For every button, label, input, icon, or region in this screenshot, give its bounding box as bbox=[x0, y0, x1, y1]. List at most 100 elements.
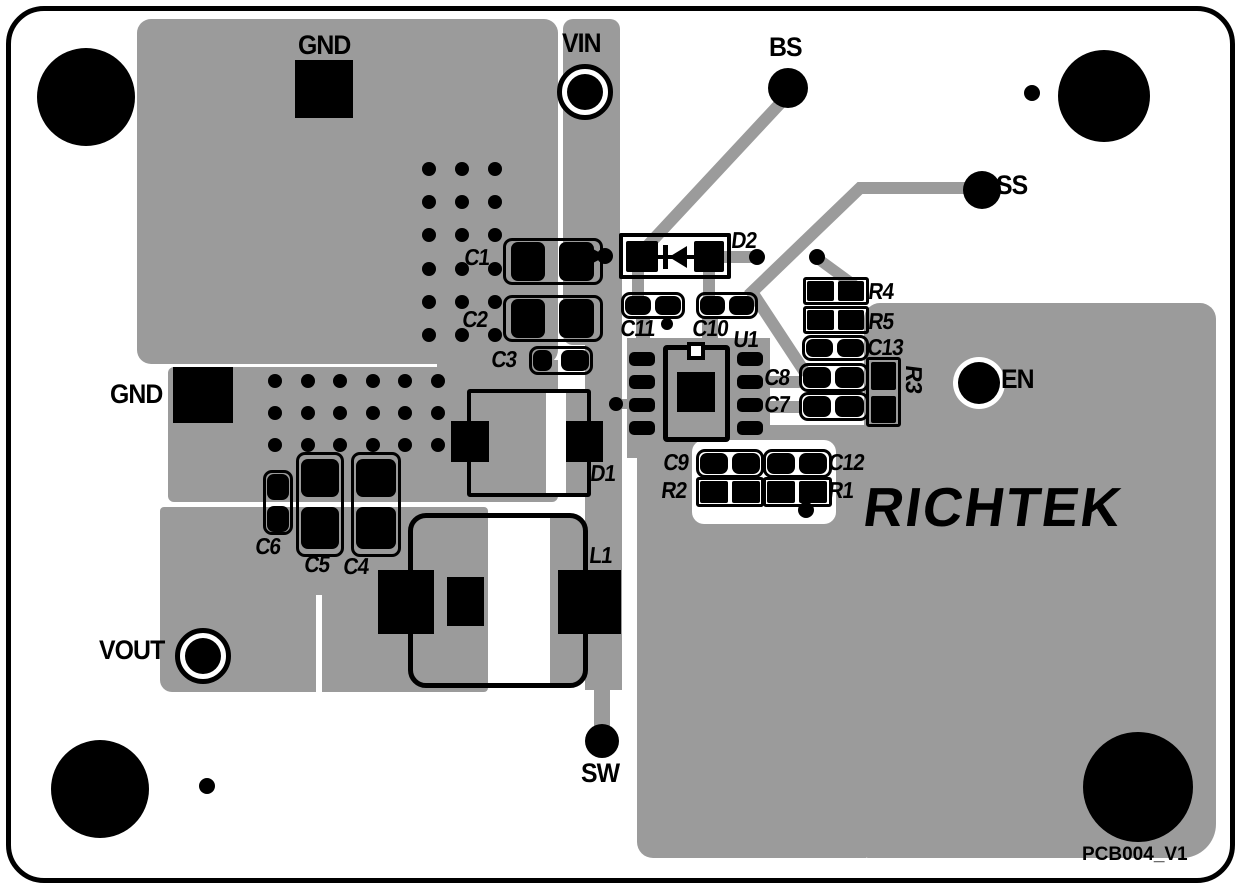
r1-pad bbox=[767, 481, 795, 503]
c7-pad bbox=[803, 396, 831, 417]
plane-patch bbox=[437, 360, 558, 374]
u1-pin bbox=[629, 375, 655, 389]
via-dot bbox=[422, 228, 436, 242]
via-dot bbox=[661, 318, 673, 330]
via-dot bbox=[455, 262, 469, 276]
via-dot bbox=[422, 195, 436, 209]
c10-pad bbox=[729, 296, 754, 315]
via-dot bbox=[455, 162, 469, 176]
c1-pad bbox=[511, 242, 545, 281]
c9-body bbox=[696, 449, 764, 478]
r2-body bbox=[696, 477, 764, 507]
c12-pad bbox=[767, 453, 795, 474]
u1-pin bbox=[629, 421, 655, 435]
via-dot bbox=[301, 374, 315, 388]
sw-label: SW bbox=[581, 758, 620, 788]
mounting-hole-bottom-left bbox=[51, 740, 149, 838]
c1-pad bbox=[559, 242, 594, 281]
via-dot bbox=[488, 262, 502, 276]
d2-body bbox=[619, 233, 731, 279]
relief-vout-divider bbox=[316, 595, 322, 692]
l1-pad bbox=[378, 570, 434, 634]
via-dot bbox=[333, 374, 347, 388]
via-dot bbox=[333, 438, 347, 452]
bs-label: BS bbox=[769, 32, 803, 62]
l1-relief bbox=[488, 518, 550, 683]
r2-pad bbox=[732, 481, 760, 503]
board-outline bbox=[6, 6, 1235, 883]
mounting-hole-bottom-right bbox=[1083, 732, 1193, 842]
c5-pad bbox=[301, 507, 339, 549]
d1-pad bbox=[451, 421, 489, 462]
via-dot bbox=[488, 162, 502, 176]
c13-pad bbox=[806, 339, 833, 357]
c4-pad bbox=[356, 459, 396, 497]
r4-pad bbox=[807, 281, 834, 301]
fiducial-dot-top-right bbox=[1024, 85, 1040, 101]
via-dot bbox=[268, 438, 282, 452]
via-dot bbox=[749, 249, 765, 265]
via-dot bbox=[809, 249, 825, 265]
u1-die-pad bbox=[677, 372, 715, 412]
r3-pad bbox=[871, 396, 896, 423]
gnd-top-label: GND bbox=[298, 30, 351, 60]
c11-pad bbox=[655, 296, 681, 315]
c1-polarity-arrow bbox=[593, 249, 606, 263]
vout-label: VOUT bbox=[99, 635, 165, 665]
c11-body bbox=[621, 292, 685, 319]
gnd-left-label: GND bbox=[110, 379, 163, 409]
r4-pad bbox=[838, 281, 864, 301]
via-dot bbox=[488, 228, 502, 242]
via-dot bbox=[455, 228, 469, 242]
r5-pad bbox=[807, 310, 834, 330]
c6-body bbox=[263, 470, 293, 535]
c3-pad bbox=[533, 350, 552, 371]
r1-body bbox=[763, 477, 832, 507]
u1-pin1-notch bbox=[687, 342, 705, 360]
via-dot bbox=[455, 195, 469, 209]
c5-pad bbox=[301, 459, 339, 497]
c10-body bbox=[696, 292, 758, 319]
r5-body bbox=[803, 306, 869, 334]
c1-body bbox=[503, 238, 603, 285]
c5-body bbox=[296, 452, 344, 557]
bs-pad bbox=[768, 68, 808, 108]
r3-body bbox=[866, 357, 901, 427]
via-dot bbox=[268, 374, 282, 388]
c3-pad bbox=[561, 350, 589, 371]
via-dot bbox=[431, 438, 445, 452]
u1-pin bbox=[629, 352, 655, 366]
via-dot bbox=[488, 195, 502, 209]
via-dot bbox=[398, 374, 412, 388]
l1-pad bbox=[558, 570, 621, 634]
via-dot bbox=[398, 438, 412, 452]
u1-pin bbox=[629, 398, 655, 412]
u1-pin bbox=[737, 398, 763, 412]
via-dot bbox=[301, 406, 315, 420]
d1-relief bbox=[546, 393, 566, 493]
c2-pad bbox=[511, 299, 545, 338]
r1-pad bbox=[799, 481, 827, 503]
c4-body bbox=[351, 452, 401, 557]
via-dot bbox=[609, 397, 623, 411]
ss-pad bbox=[963, 171, 1001, 209]
via-dot bbox=[333, 406, 347, 420]
plane-sw-stub bbox=[594, 688, 610, 728]
via-dot bbox=[366, 406, 380, 420]
c11-pad bbox=[625, 296, 651, 315]
via-dot bbox=[268, 406, 282, 420]
c6-pad bbox=[267, 506, 289, 532]
c13-body bbox=[802, 335, 869, 361]
vin-pad-center bbox=[567, 74, 603, 110]
mounting-hole-top-right bbox=[1058, 50, 1150, 142]
c9-pad bbox=[700, 453, 728, 474]
en-pad bbox=[958, 362, 1000, 404]
c4-pad bbox=[356, 507, 396, 549]
via-dot bbox=[455, 328, 469, 342]
ss-label: SS bbox=[996, 170, 1028, 200]
u1-pin bbox=[737, 352, 763, 366]
gnd-top-pad bbox=[295, 60, 353, 118]
c13-pad bbox=[837, 339, 864, 357]
d2-diode-symbol bbox=[656, 245, 696, 269]
